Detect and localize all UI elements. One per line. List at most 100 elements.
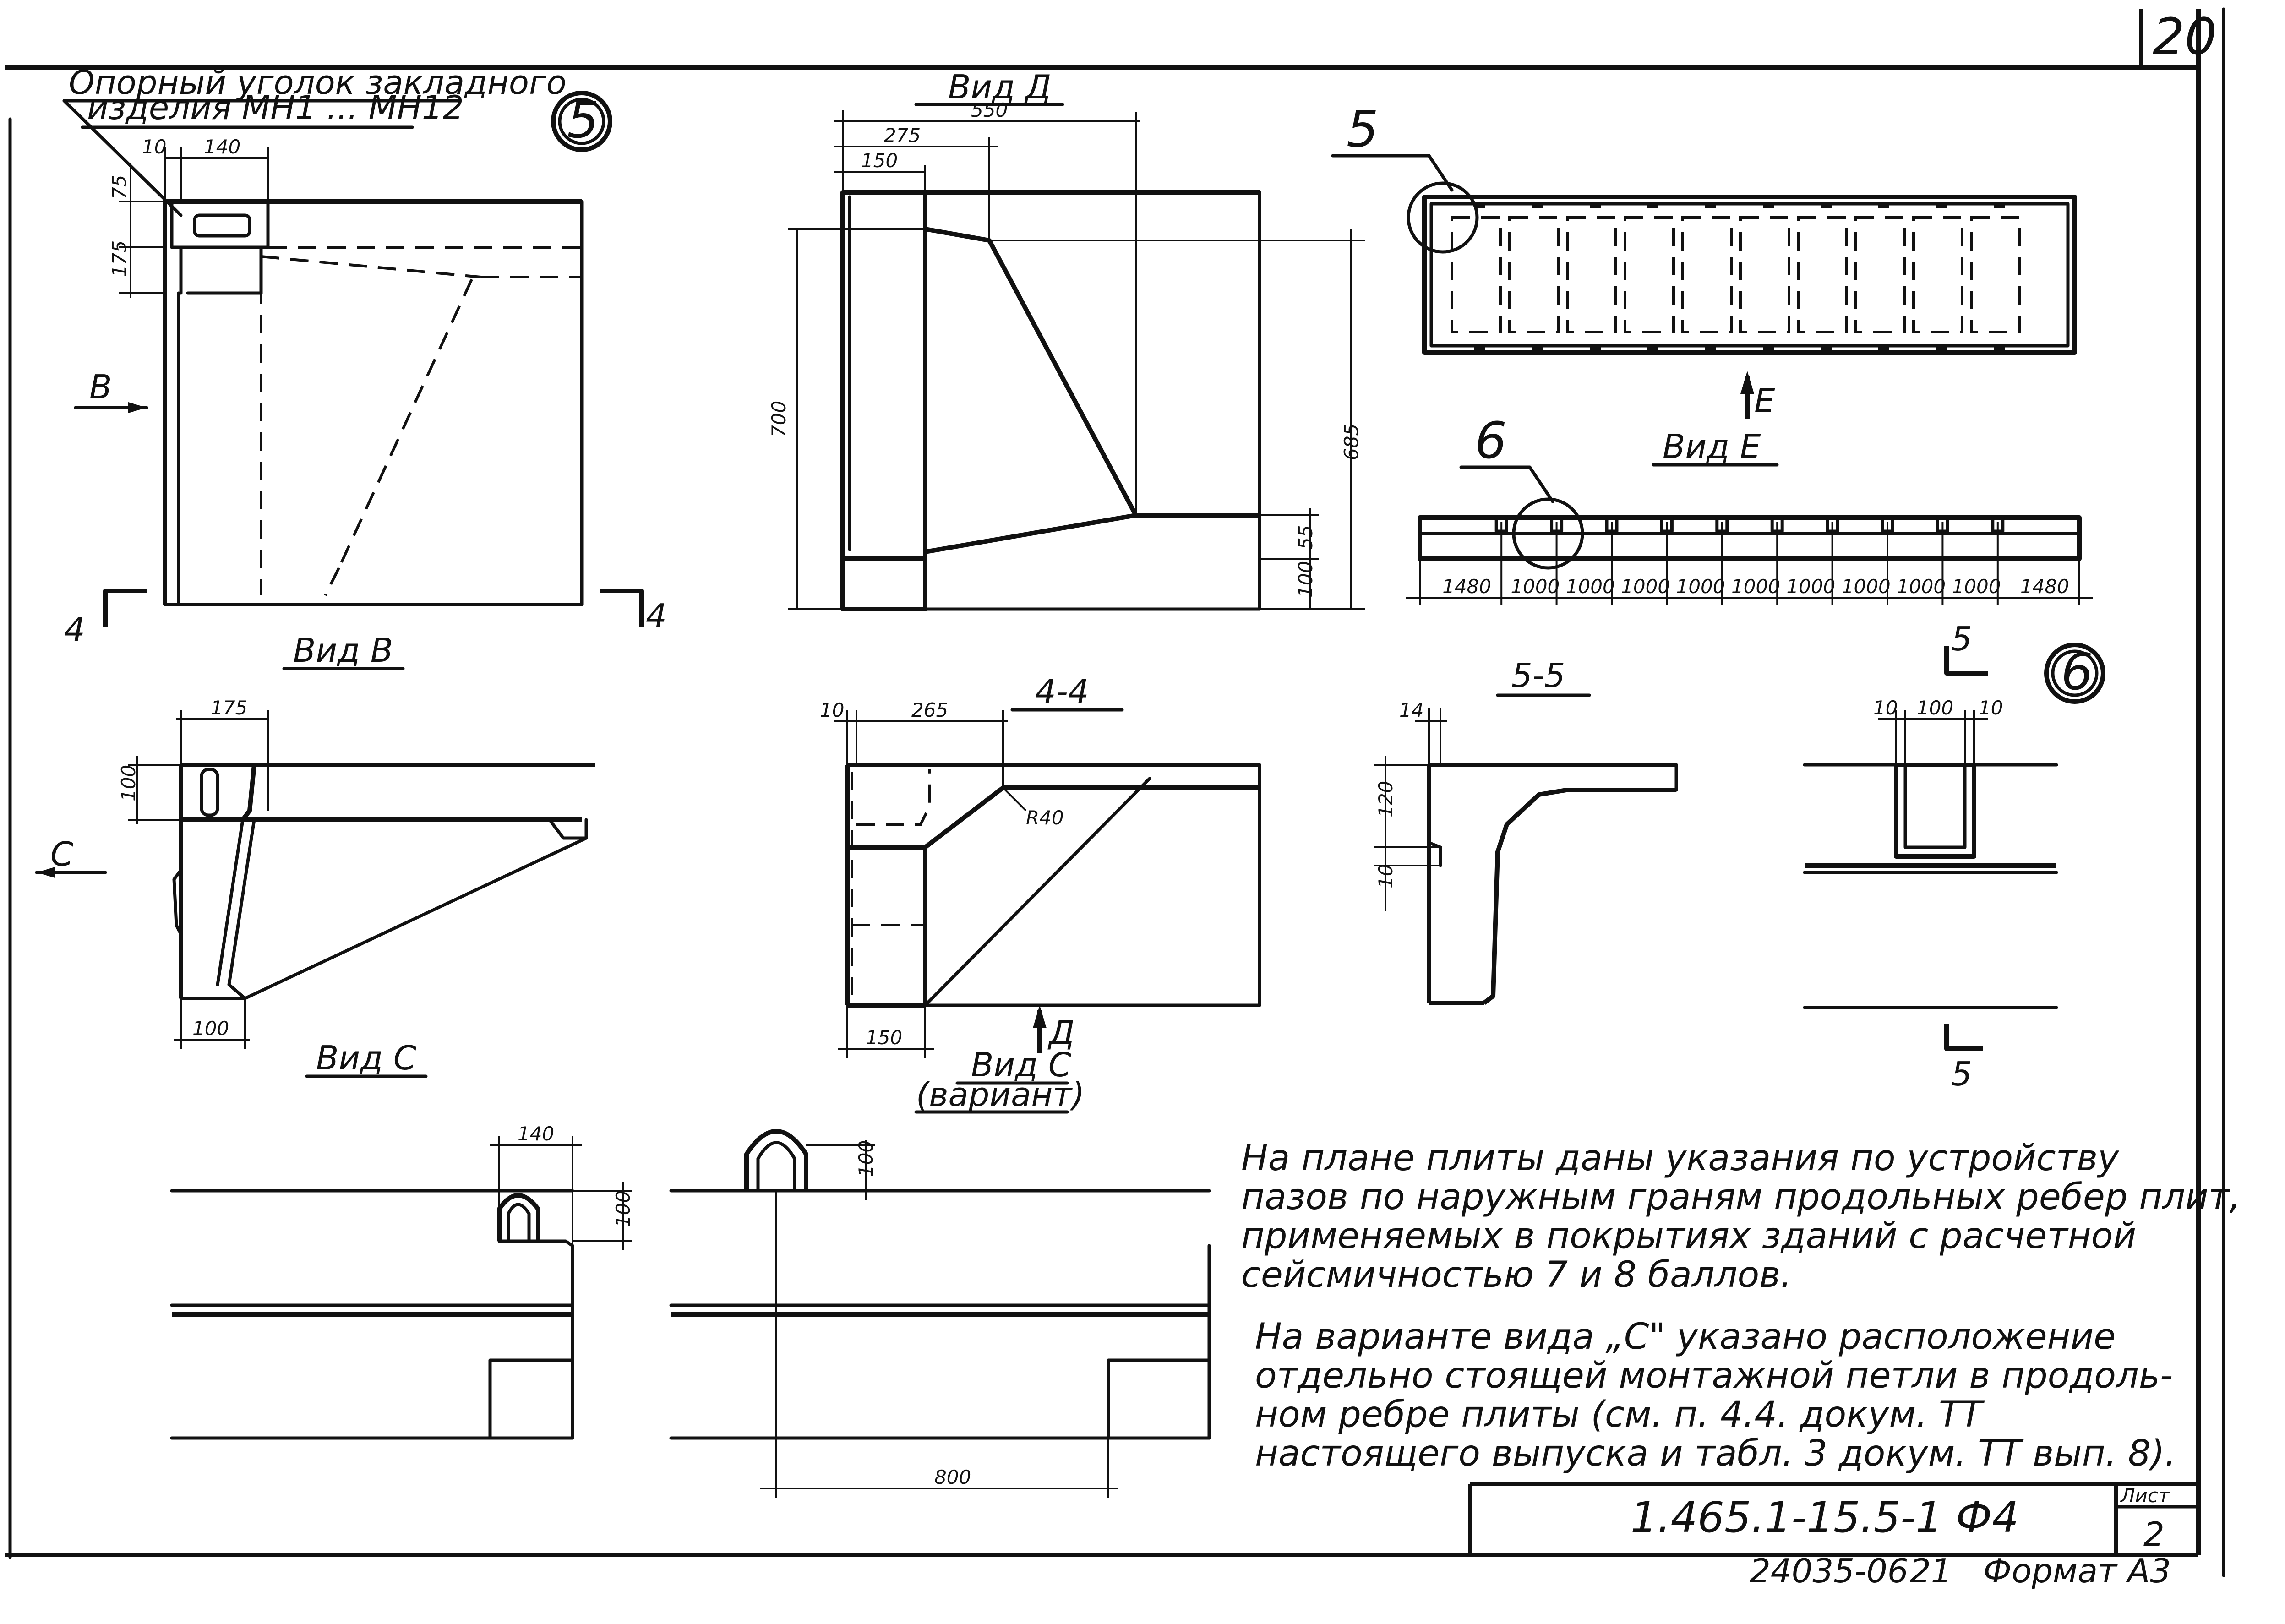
dim-150: 150: [861, 149, 898, 172]
view-e-spacing-label: 1000: [1566, 575, 1615, 598]
plan-slot-top: [1647, 202, 1658, 208]
note-1-line-2: пазов по наружным граням продольных ребе…: [1241, 1177, 2241, 1218]
dim-10: 10: [142, 136, 166, 158]
view-e-spacing-label: 1480: [2020, 575, 2069, 598]
dim-140: 140: [518, 1123, 554, 1145]
dim-550: 550: [971, 99, 1008, 121]
dim-100-b: 100: [855, 1140, 877, 1177]
plan-view: 5 Е: [1331, 100, 2077, 420]
plan-slot-top: [1705, 202, 1716, 208]
sheet-frame: 20: [5, 7, 2225, 1577]
plan-slot-top: [1763, 202, 1774, 208]
view-c-variant: Вид С (вариант) 140 100 100: [170, 1046, 1211, 1498]
section-mark-bottom: 5: [1951, 1055, 1972, 1093]
note-2-line-4: настоящего выпуска и табл. 3 докум. ТТ в…: [1255, 1433, 2176, 1474]
note-1-line-3: применяемых в покрытиях зданий с расчетн…: [1241, 1215, 2136, 1257]
detail-5-leader-circle: [1407, 181, 1479, 254]
plan-slot-top: [1821, 202, 1832, 208]
leader-6-label: 6: [1475, 411, 1507, 470]
dim-265: 265: [911, 699, 948, 721]
title-block: 1.465.1-15.5-1 Ф4 Лист 2: [1468, 1482, 2200, 1555]
detail-6: 6 5 10 100 10 5: [1803, 620, 2105, 1093]
detail-5-label: 5: [567, 91, 599, 149]
note-1-line-1: На плане плиты даны указания по устройст…: [1241, 1138, 2120, 1179]
plan-cell: [1797, 216, 1848, 333]
view-c-title: Вид С: [316, 1039, 417, 1077]
dim-10-b: 10: [1979, 697, 2003, 719]
section-mark-top: 5: [1951, 620, 1972, 658]
arrow-d-label: Д: [1047, 1014, 1074, 1052]
page-number: 20: [2153, 7, 2217, 66]
arrow-c-label: С: [50, 835, 74, 873]
view-c: 175 100 100 С Вид С: [35, 697, 595, 1078]
dim-800: 800: [934, 1466, 971, 1488]
plan-cell: [1970, 216, 2021, 333]
view-b-title: Вид В: [293, 631, 393, 670]
dim-120: 120: [1374, 781, 1397, 817]
plan-slot-top: [1878, 202, 1889, 208]
view-c-variant-title: Вид С: [971, 1046, 1072, 1084]
embedded-angle-callout: Опорный уголок закладного изделия МН1 ..…: [62, 63, 612, 217]
dim-r40: R40: [1026, 807, 1064, 829]
dim-55: 55: [1294, 525, 1317, 550]
view-e-spacing-label: 1480: [1442, 575, 1491, 598]
section-mark-left: 4: [64, 610, 85, 649]
callout-line1: Опорный уголок закладного: [69, 63, 567, 102]
view-e-spacing-label: 1000: [1731, 575, 1780, 598]
archive-number: 24035-06: [1750, 1552, 1909, 1590]
dim-14: 14: [1399, 699, 1423, 721]
plan-slot-top: [1474, 202, 1485, 208]
plan-slot-bottom: [1936, 346, 1947, 352]
view-e-spacing-label: 1000: [1897, 575, 1946, 598]
view-e-spacing-label: 1000: [1952, 575, 2001, 598]
plan-slot-bottom: [1647, 346, 1658, 352]
section-4-4: 4-4 10 265 R40 150 Д: [820, 672, 1261, 1058]
section-5-5: 5-5 14 120 10: [1374, 656, 1678, 1005]
dim-75: 75: [108, 175, 131, 199]
note-2-line-2: отдельно стоящей монтажной петли в продо…: [1255, 1355, 2173, 1396]
detail-6-label: 6: [2061, 643, 2093, 701]
plan-slot-bottom: [1532, 346, 1543, 352]
sheet-suffix: 21: [1910, 1552, 1952, 1590]
plan-cell: [1508, 216, 1560, 333]
view-e-spacing-label: 1000: [1676, 575, 1725, 598]
plan-slot-bottom: [1763, 346, 1774, 352]
plan-slot-top: [1532, 202, 1543, 208]
detail-6-circle: [2044, 643, 2105, 704]
view-d: Вид Д 550 275 150 700 685 55 100: [768, 68, 1365, 611]
arrow-b-label: В: [89, 368, 112, 406]
plan-cell: [1566, 216, 1617, 333]
plan-slot-top: [1590, 202, 1601, 208]
section-5-5-title: 5-5: [1511, 656, 1565, 695]
dim-100-top: 100: [117, 765, 140, 801]
plan-slot-top: [1936, 202, 1947, 208]
plan-slot-top: [1994, 202, 2005, 208]
dim-100: 100: [1917, 697, 1953, 719]
dim-100-bottom: 100: [192, 1017, 229, 1040]
plan-cell: [1451, 216, 1502, 333]
dim-140: 140: [204, 136, 240, 158]
dim-700: 700: [768, 401, 790, 437]
format-label: Формат А3: [1983, 1552, 2171, 1590]
plan-slot-bottom: [1821, 346, 1832, 352]
arrow-e-label: Е: [1754, 381, 1775, 420]
dim-175: 175: [211, 697, 247, 719]
view-c-variant-subtitle: (вариант): [916, 1075, 1085, 1114]
dim-10: 10: [1374, 864, 1397, 888]
plan-cell: [1854, 216, 1906, 333]
dim-10: 10: [820, 699, 844, 721]
plan-cell: [1912, 216, 1963, 333]
leader-5-label: 5: [1347, 100, 1379, 158]
plan-slot-bottom: [1705, 346, 1716, 352]
section-mark-right: 4: [646, 597, 667, 635]
detail-5-circle: [551, 91, 612, 152]
section-4-4-title: 4-4: [1035, 672, 1089, 711]
view-b-detail: 10 140 75 175 В 4 4 Вид В: [64, 136, 667, 670]
notes: На плане плиты даны указания по устройст…: [1241, 1138, 2241, 1474]
dim-685: 685: [1340, 424, 1363, 460]
view-d-title: Вид Д: [948, 68, 1051, 106]
view-e-spacing-label: 1000: [1842, 575, 1891, 598]
callout-line2: изделия МН1 ... МН12: [87, 88, 464, 127]
note-2-line-1: На варианте вида „С" указано расположени…: [1255, 1316, 2116, 1357]
